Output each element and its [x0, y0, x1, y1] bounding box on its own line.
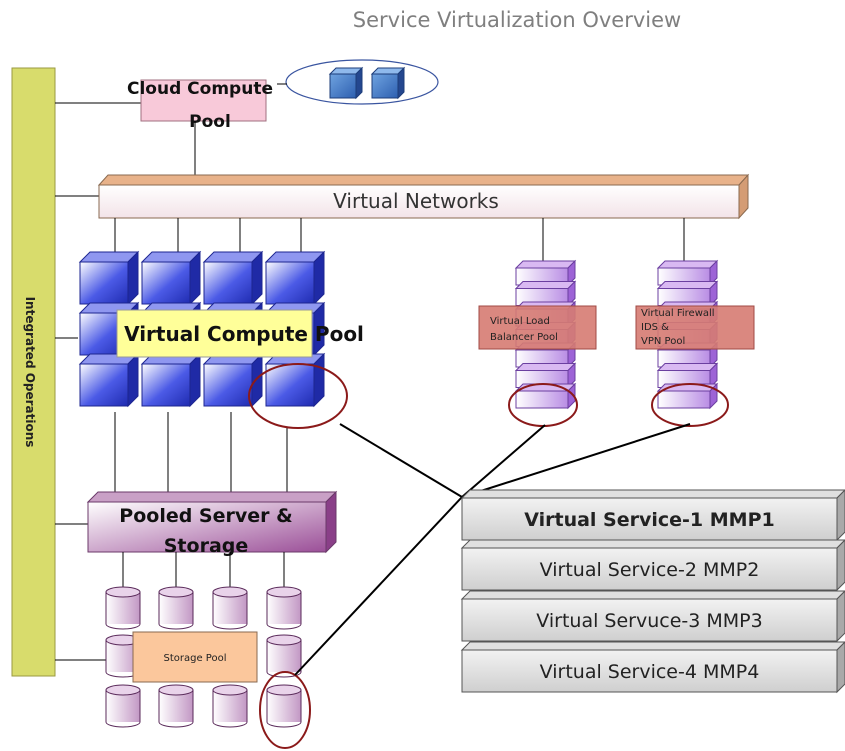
storage-cylinder: [212, 684, 248, 728]
compute-highlight-ring: [248, 363, 348, 429]
diagram-title: Service Virtualization Overview: [353, 8, 681, 32]
storage-cylinder: [105, 684, 141, 728]
server-blade: [656, 259, 719, 287]
virtual-networks-bar: [97, 173, 750, 220]
virtual-service-label: Virtual Service-2 MMP2: [540, 559, 760, 581]
pooled-to-storage-lines: [122, 552, 285, 592]
load-balancer-pool-line1: Virtual Load: [490, 316, 550, 327]
virtual-compute-pool-label: Virtual Compute Pool: [124, 322, 364, 346]
network-to-compute-lines: [114, 218, 685, 262]
compute-cube: [264, 352, 326, 408]
compute-cube: [202, 352, 264, 408]
virtual-service-box: Virtual Service-2 MMP2: [460, 539, 845, 592]
virtual-networks-label: Virtual Networks: [333, 189, 499, 213]
firewall-pool-box: [635, 305, 755, 350]
integrated-operations-bar: [11, 67, 56, 677]
load-balancer-pool-line2: Balancer Pool: [490, 332, 558, 343]
pooled-server-storage-line2: Storage: [164, 535, 249, 557]
virtual-service-box: Virtual Service-4 MMP4: [460, 641, 845, 694]
storage-pool-label: Storage Pool: [164, 653, 227, 664]
cloud-cube-2: [370, 66, 406, 100]
storage-cylinder: [266, 634, 302, 678]
cloud-compute-pool-box: [140, 79, 267, 122]
storage-cylinder: [158, 684, 194, 728]
compute-cube: [140, 352, 202, 408]
virtual-service-label: Virtual Servuce-3 MMP3: [536, 610, 762, 632]
compute-cube: [78, 250, 140, 306]
compute-cube: [264, 250, 326, 306]
virtual-compute-pool-label-bg: [116, 309, 313, 358]
cloud-cube-1: [328, 66, 364, 100]
ops-connectors: [55, 102, 141, 661]
storage-cylinder: [266, 586, 302, 630]
storage-highlight-ring: [259, 671, 311, 749]
virtual-service-label: Virtual Service-1 MMP1: [524, 509, 774, 531]
firewall-pool-line1: Virtual Firewall: [641, 308, 715, 319]
firewall-pool-line2: IDS &: [641, 322, 669, 333]
firewall-pool-line3: VPN Pool: [641, 336, 685, 347]
service-connector-lines: [294, 423, 691, 676]
compute-cube: [140, 250, 202, 306]
storage-cylinder: [266, 684, 302, 728]
compute-to-pooled-lines: [114, 412, 288, 498]
load-balancer-pool-box: [478, 305, 597, 350]
pooled-server-storage-box: [86, 490, 338, 554]
cloud-compute-pool-line2: Pool: [189, 112, 231, 132]
pooled-server-storage-line1: Pooled Server &: [119, 505, 292, 527]
storage-cylinder: [158, 586, 194, 630]
compute-cube: [78, 352, 140, 408]
virtual-service-box: Virtual Servuce-3 MMP3: [460, 590, 845, 643]
storage-pool-label-bg: [132, 631, 258, 683]
storage-cylinder: [212, 586, 248, 630]
virtual-service-box: Virtual Service-1 MMP1: [460, 489, 845, 542]
server-blade: [514, 362, 577, 389]
cloud-compute-pool-line1: Cloud Compute: [127, 79, 273, 99]
server-blade: [514, 280, 577, 307]
compute-cube: [202, 250, 264, 306]
server-blade: [514, 259, 577, 287]
firewall-highlight-ring: [651, 383, 729, 427]
storage-cylinder: [105, 586, 141, 630]
server-blade: [656, 280, 719, 307]
integrated-operations-label: Integrated Operations: [23, 297, 37, 448]
virtual-service-label: Virtual Service-4 MMP4: [540, 661, 760, 683]
